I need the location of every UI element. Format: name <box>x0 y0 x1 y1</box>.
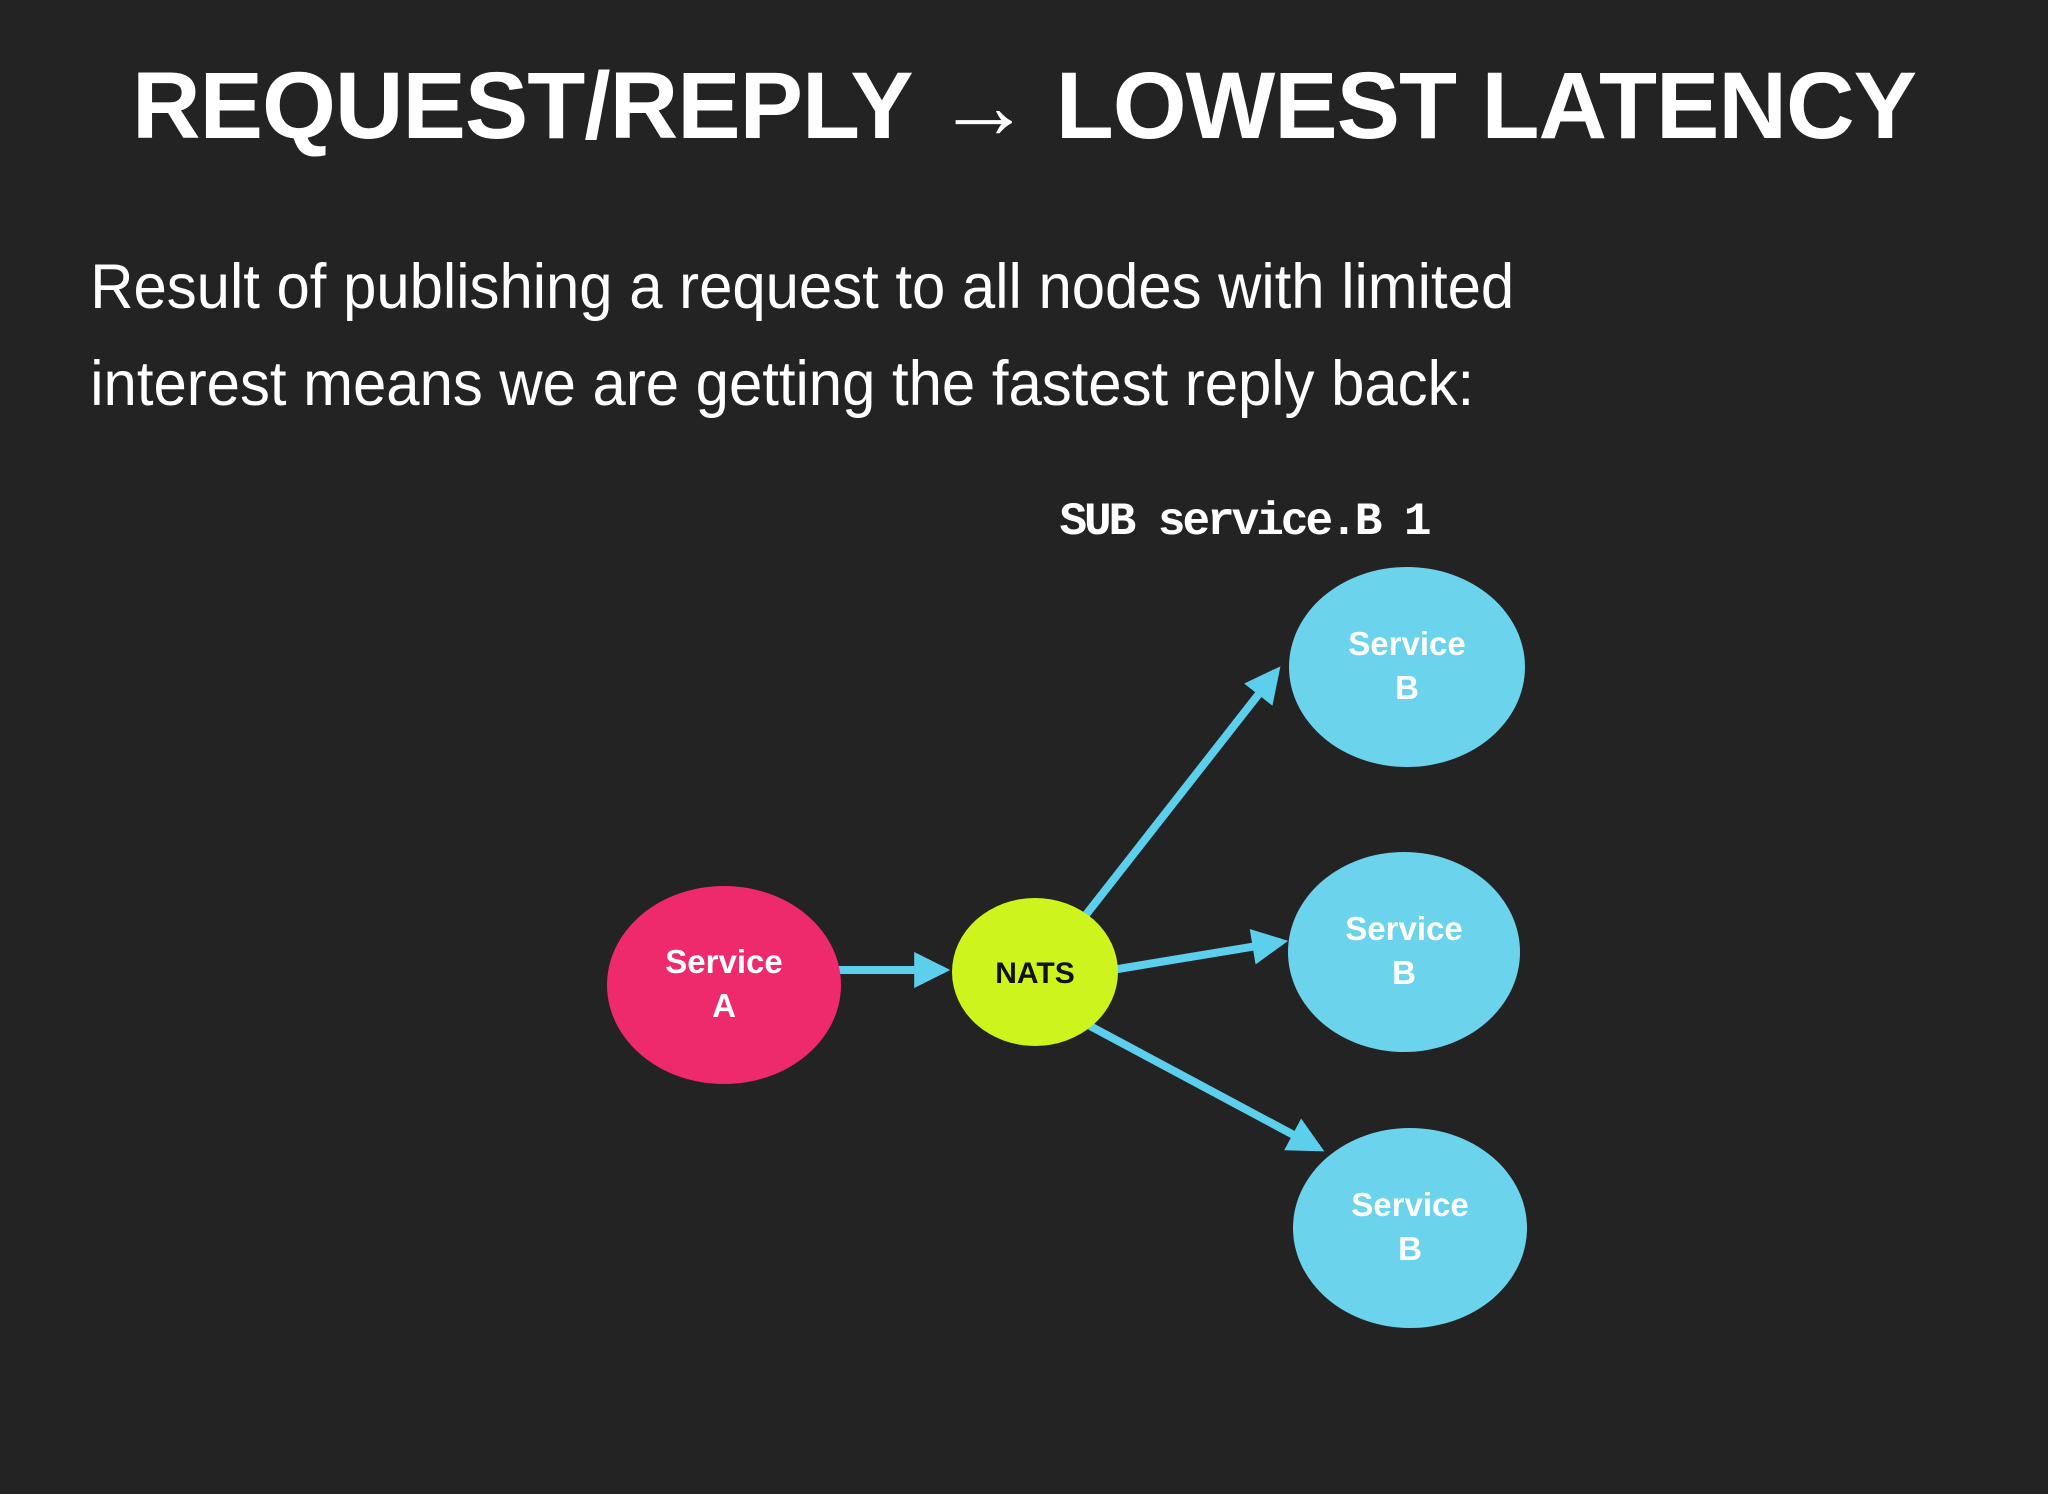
node-service-b-bottom-circle <box>1293 1128 1527 1328</box>
node-nats-label: NATS <box>995 957 1074 990</box>
node-service-b-bottom-label-line1: Service <box>1351 1186 1468 1223</box>
node-service-b-bottom: Service B <box>1293 1128 1527 1328</box>
node-service-b-top: Service B <box>1289 567 1525 767</box>
node-service-a-label-line1: Service <box>665 943 782 980</box>
slide-subtitle: Result of publishing a request to all no… <box>0 161 1946 433</box>
node-service-b-middle: Service B <box>1288 852 1520 1052</box>
node-nats: NATS <box>952 898 1118 1046</box>
node-service-b-top-circle <box>1289 567 1525 767</box>
edge-nats-to-service-b-top <box>1081 666 1281 919</box>
subscription-annotation: SUB service.B 1 <box>1059 496 1429 548</box>
edge-nats-to-service-b-bottom <box>1088 1022 1325 1152</box>
node-service-a-circle <box>607 886 841 1084</box>
node-service-b-bottom-label-line2: B <box>1398 1230 1422 1267</box>
node-service-b-middle-label-line1: Service <box>1345 910 1462 947</box>
node-service-a: Service A <box>607 886 841 1084</box>
edge-nats-to-service-b-middle <box>1111 928 1289 974</box>
node-service-a-label-line2: A <box>712 987 736 1024</box>
node-service-b-top-label-line2: B <box>1395 669 1419 706</box>
node-service-b-middle-label-line2: B <box>1392 954 1416 991</box>
subtitle-line-1: Result of publishing a request to all no… <box>90 252 1515 323</box>
node-service-b-middle-circle <box>1288 852 1520 1052</box>
node-nats-circle <box>952 898 1118 1046</box>
subtitle-line-2: interest means we are getting the fastes… <box>90 349 1475 420</box>
slide-title: REQUEST/REPLY → LOWEST LATENCY <box>132 53 1917 159</box>
node-service-b-top-label-line1: Service <box>1348 625 1465 662</box>
